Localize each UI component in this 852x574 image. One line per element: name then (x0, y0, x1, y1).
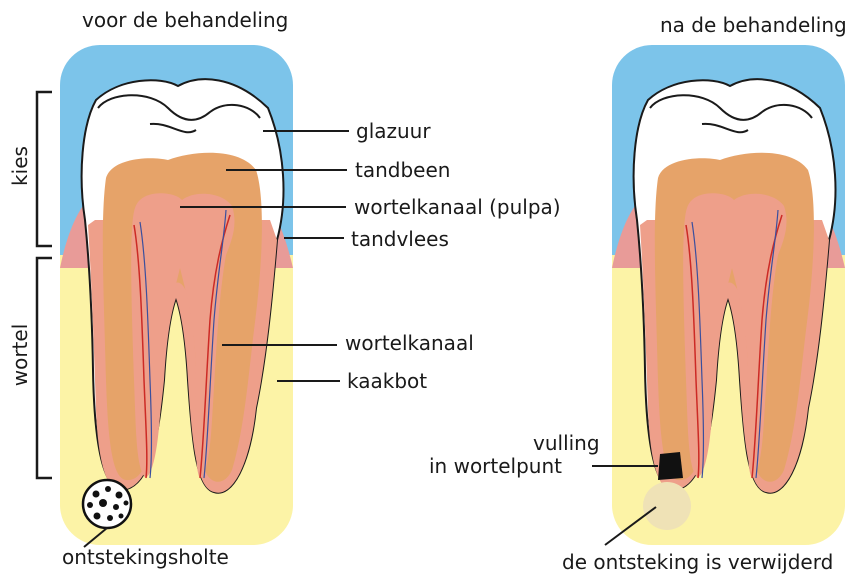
before-treatment-panel (37, 45, 349, 547)
gum-label: tandvlees (351, 229, 449, 249)
dentin-label: tandbeen (355, 160, 450, 180)
infection-cavity-label: ontstekingsholte (62, 547, 229, 567)
crown-side-label: kies (10, 141, 30, 191)
before-treatment-heading: voor de behandeling (82, 10, 288, 30)
root-tip-filling (658, 452, 683, 480)
after-treatment-panel (592, 45, 845, 545)
root-side-label: wortel (10, 319, 30, 391)
root-canal-label: wortelkanaal (345, 333, 474, 353)
after-treatment-heading: na de behandeling (660, 15, 847, 35)
filling-label-line1: vulling (533, 433, 600, 453)
enamel-label: glazuur (356, 121, 431, 141)
healed-area (643, 482, 691, 530)
crown-bracket (37, 92, 52, 246)
jawbone-label: kaakbot (347, 371, 427, 391)
pulp-label: wortelkanaal (pulpa) (354, 197, 561, 217)
infection-cavity (83, 480, 131, 528)
root-bracket (37, 258, 52, 478)
filling-label-line2: in wortelpunt (429, 456, 562, 476)
infection-removed-label: de ontsteking is verwijderd (562, 552, 833, 572)
